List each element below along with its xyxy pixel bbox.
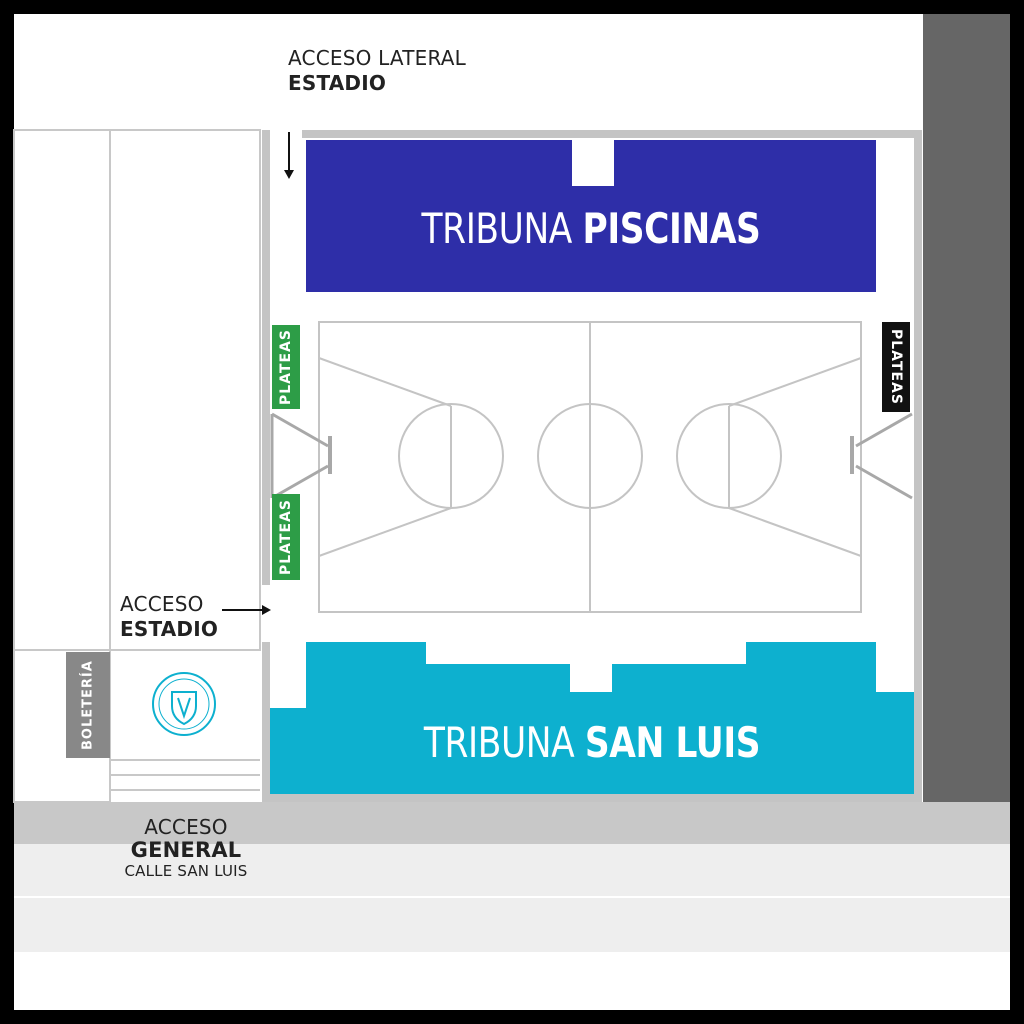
right-building-band [923, 14, 1010, 802]
boleteria-label: BOLETERÍA [80, 660, 96, 750]
general-access-line3: CALLE SAN LUIS [124, 862, 248, 880]
plateas-left-bottom[interactable]: PLATEAS [272, 494, 300, 580]
tribuna-piscinas-name: PISCINAS [582, 204, 761, 253]
plateas-right[interactable]: PLATEAS [882, 322, 910, 412]
basketball-court [318, 321, 862, 613]
tribuna-san-luis-name: SAN LUIS [584, 718, 761, 767]
general-access-line1: ACCESO [144, 815, 228, 839]
tribuna-san-luis-prefix: TRIBUNA [423, 718, 575, 767]
stadium-bottom-wall [262, 794, 922, 802]
stadium-left-wall [262, 130, 270, 585]
stadium-left-wall [262, 642, 270, 802]
stadium-right-wall [914, 138, 922, 802]
road-lane [14, 844, 1010, 896]
tribuna-san-luis-stand[interactable] [270, 642, 914, 794]
stadium-access-line2: ESTADIO [120, 617, 219, 641]
tribuna-piscinas-prefix: TRIBUNA [421, 204, 573, 253]
plateas-left-bottom-label: PLATEAS [278, 499, 294, 575]
plateas-left-top[interactable]: PLATEAS [272, 325, 300, 409]
plateas-left-top-label: PLATEAS [278, 329, 294, 405]
boleteria-booth[interactable]: BOLETERÍA [66, 652, 110, 758]
plateas-right-label: PLATEAS [888, 329, 904, 405]
obera-tenis-club-logo [152, 672, 216, 736]
lateral-access-line2: ESTADIO [288, 71, 387, 95]
stadium-access-line1: ACCESO [120, 592, 204, 616]
lateral-access-line1: ACCESO LATERAL [288, 46, 466, 70]
tribuna-piscinas-label: TRIBUNA PISCINAS [357, 204, 824, 258]
lateral-access-arrow [284, 132, 294, 179]
road-sidewalk [14, 802, 1010, 844]
right-basket-hoop [850, 412, 913, 500]
left-basket-hoop [270, 412, 332, 500]
tribuna-piscinas-stand[interactable] [306, 140, 876, 292]
left-building-inner [109, 129, 261, 651]
stadium-top-wall [302, 130, 922, 138]
tribuna-san-luis-label: TRIBUNA SAN LUIS [328, 718, 856, 772]
general-access-line2: GENERAL [130, 838, 242, 862]
stadium-access-arrow [222, 605, 271, 615]
road-lane [14, 898, 1010, 952]
